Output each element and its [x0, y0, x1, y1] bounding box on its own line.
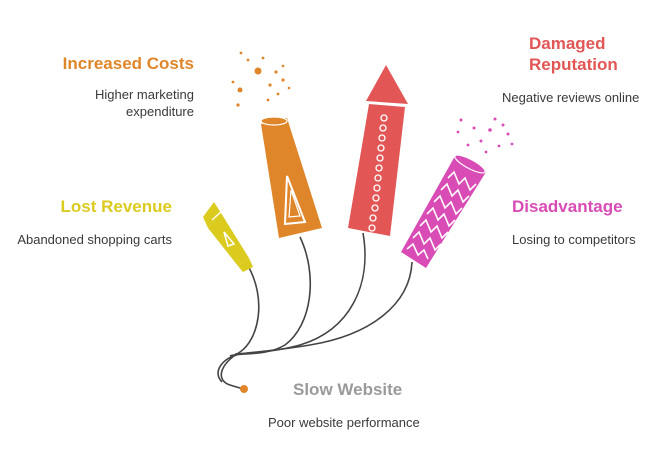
sparks-costs	[231, 51, 291, 107]
fuse-root	[217, 353, 241, 383]
reputation-title: Damaged Reputation	[529, 34, 618, 74]
sparks-disadvantage	[456, 117, 514, 154]
fuse-revenue	[220, 263, 260, 390]
disadvantage-desc: Losing to competitors	[512, 232, 636, 247]
reputation-desc: Negative reviews online	[502, 90, 640, 105]
rocket-costs	[260, 116, 322, 238]
fuse-lines	[217, 232, 413, 390]
disadvantage-title: Disadvantage	[512, 197, 623, 216]
rocket-disadvantage	[401, 154, 486, 268]
fuse-disadvantage	[239, 261, 413, 355]
rocket-reputation	[348, 65, 409, 236]
costs-title: Increased Costs	[62, 54, 194, 73]
costs-desc: Higher marketing expenditure	[95, 87, 194, 119]
origin-dot	[240, 385, 248, 393]
revenue-title: Lost Revenue	[60, 197, 172, 216]
revenue-desc: Abandoned shopping carts	[17, 232, 172, 247]
rocket-revenue	[203, 202, 253, 272]
root-title: Slow Website	[293, 380, 403, 399]
root-desc: Poor website performance	[268, 415, 420, 430]
